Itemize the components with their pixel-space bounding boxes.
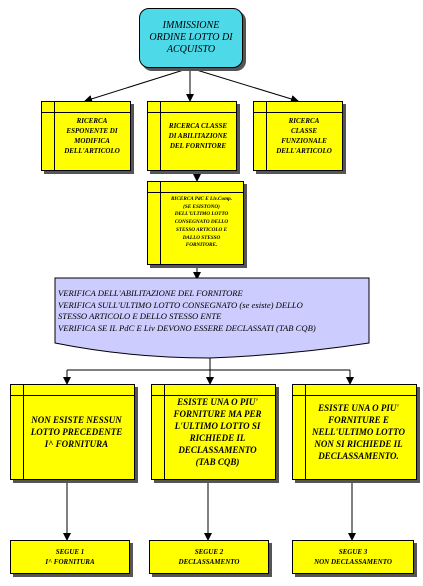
verify-text: VERIFICA DELL'ABILITAZIONE DEL FORNITORE…	[58, 288, 316, 333]
result-declassify-box: SEGUE 2 DECLASSAMENTO	[149, 540, 269, 574]
search-box-functional-class: RICERCA CLASSE FUNZIONALE DELL'ARTICOLO	[253, 101, 343, 171]
result-no-declassify-text: SEGUE 3 NON DECLASSAMENTO	[314, 548, 392, 566]
result-no-declassify-box: SEGUE 3 NON DECLASSAMENTO	[292, 540, 414, 574]
case-declassify-box: ESISTE UNA O PIU' FORNITURE MA PER L'ULT…	[151, 384, 276, 480]
search-last-lot-box: RICERCA PdC E Liv.Comp. (SE ESISTONO) DE…	[147, 181, 244, 265]
search-box-class-supplier: RICERCA CLASSE DI ABILITAZIONE DEL FORNI…	[147, 101, 237, 171]
arrow-start-to-right	[189, 67, 299, 103]
search-box-class-supplier-text: RICERCA CLASSE DI ABILITAZIONE DEL FORNI…	[168, 122, 228, 150]
start-node: IMMISSIONE ORDINE LOTTO DI ACQUISTO	[139, 8, 243, 68]
case-no-declassify-box: ESISTE UNA O PIU' FORNITURE E NELL'ULTIM…	[292, 384, 417, 480]
search-last-lot-text: RICERCA PdC E Liv.Comp. (SE ESISTONO) DE…	[170, 195, 233, 249]
case-no-declassify-text: ESISTE UNA O PIU' FORNITURE E NELL'ULTIM…	[312, 403, 405, 461]
case-declassify-text: ESISTE UNA O PIU' FORNITURE MA PER L'ULT…	[173, 397, 262, 467]
result-declassify-text: SEGUE 2 DECLASSAMENTO	[178, 548, 240, 566]
start-text: IMMISSIONE ORDINE LOTTO DI ACQUISTO	[149, 20, 233, 55]
search-box-functional-class-text: RICERCA CLASSE FUNZIONALE DELL'ARTICOLO	[276, 117, 332, 155]
search-box-modification: RICERCA ESPONENTE DI MODIFICA DELL'ARTIC…	[41, 101, 131, 171]
arrow-start-to-left	[84, 67, 191, 103]
verify-shape	[54, 277, 370, 359]
case-first-supply-text: NON ESISTE NESSUN LOTTO PRECEDENTE I^ FO…	[30, 415, 123, 449]
result-first-supply-box: SEGUE 1 I^ FORNITURA	[10, 540, 130, 574]
search-box-modification-text: RICERCA ESPONENTE DI MODIFICA DELL'ARTIC…	[64, 117, 120, 155]
result-first-supply-text: SEGUE 1 I^ FORNITURA	[45, 548, 95, 566]
case-first-supply-box: NON ESISTE NESSUN LOTTO PRECEDENTE I^ FO…	[10, 384, 135, 480]
